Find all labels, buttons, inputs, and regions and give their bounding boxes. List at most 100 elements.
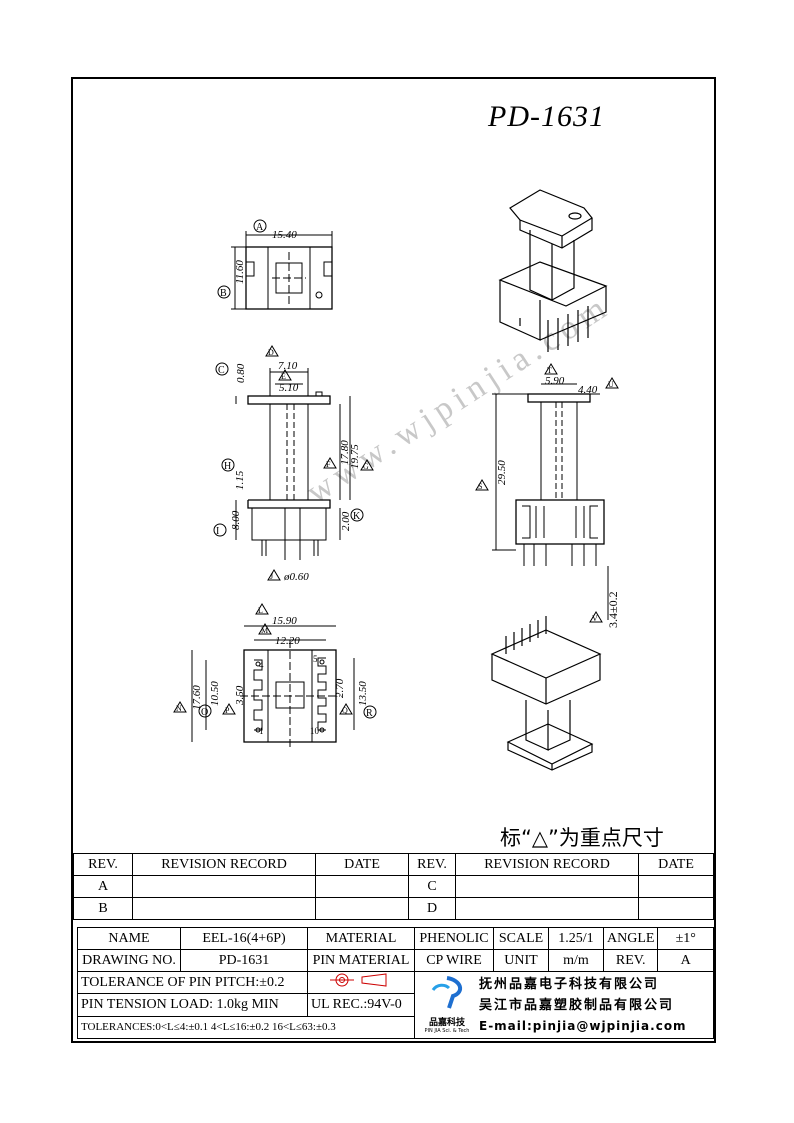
info-table: NAME EEL-16(4+6P) MATERIAL PHENOLIC SCAL…	[77, 927, 714, 1040]
isometric-view-top	[498, 189, 608, 352]
front-view	[235, 368, 351, 560]
dim-d: 7.10	[278, 360, 298, 372]
scale-value: 1.25/1	[548, 927, 604, 950]
rev-b-date	[315, 897, 409, 920]
pinjia-logo-icon	[431, 976, 463, 1009]
record-header-right: REVISION RECORD	[455, 853, 639, 876]
label-v: V	[592, 614, 598, 623]
rev-a-record	[132, 875, 316, 898]
tolerance-pin-pitch: TOLERANCE OF PIN PITCH:±0.2	[77, 970, 308, 995]
rev-c-record	[455, 875, 639, 898]
record-header-left: REVISION RECORD	[132, 853, 316, 876]
dim-r: 13.50	[357, 681, 369, 706]
revision-table: REV. REVISION RECORD DATE REV. REVISION …	[73, 853, 714, 920]
dim-o: 10.50	[209, 681, 221, 706]
company-block: 品嘉科技 PIN JIA Sci. & Tech 抚州品嘉电子科技有限公司 吴江…	[414, 971, 714, 1039]
drawing-title: PD-1631	[488, 100, 605, 133]
label-l: L	[258, 606, 263, 615]
callout-labels: A B C D E F G H I J K L M N O P Q R S T …	[173, 219, 619, 719]
dimension-texts: 15.40 11.60 0.80 7.10 5.10 17.80 19.75 1…	[191, 229, 620, 710]
dim-k: 2.00	[340, 511, 352, 531]
angle-value: ±1°	[657, 927, 714, 950]
dim-u: 4.40	[578, 384, 598, 396]
dim-i: 8.00	[230, 510, 242, 530]
label-a: A	[256, 222, 264, 233]
dim-q: 2.70	[334, 678, 346, 698]
pin-material-value: CP WIRE	[414, 949, 494, 972]
pin-tension-load: PIN TENSION LOAD: 1.0kg MIN	[77, 993, 308, 1017]
key-dimension-note: 标“△”为重点尺寸	[500, 826, 664, 850]
label-t: T	[547, 366, 552, 375]
rev-header-left: REV.	[73, 853, 133, 876]
label-b: B	[220, 288, 227, 299]
scale-label: SCALE	[493, 927, 549, 950]
label-u: U	[608, 380, 614, 389]
dim-f: 17.80	[339, 440, 351, 465]
rev-c-date	[638, 875, 714, 898]
drawing-frame	[71, 77, 716, 1043]
logo-subtext: PIN JIA Sci. & Tech	[424, 1028, 470, 1034]
label-r: R	[366, 708, 373, 719]
rev-d-record	[455, 897, 639, 920]
ul-rec: UL REC.:94V-0	[307, 993, 415, 1017]
label-f: F	[326, 460, 331, 469]
bottom-view	[191, 625, 355, 748]
rev-header-right: REV.	[408, 853, 456, 876]
unit-value: m/m	[548, 949, 604, 972]
name-value: EEL-16(4+6P)	[180, 927, 308, 950]
drawing-no-value: PD-1631	[180, 949, 308, 972]
rev-a: A	[73, 875, 133, 898]
side-view	[492, 383, 609, 620]
general-tolerances: TOLERANCES:0<L≤4:±0.1 4<L≤16:±0.2 16<L≤6…	[77, 1015, 415, 1040]
dim-v: 3.4±0.2	[606, 591, 620, 628]
label-h: H	[224, 461, 231, 472]
label-g: G	[363, 462, 369, 471]
tolerance-symbol	[307, 970, 415, 995]
rev-c: C	[408, 875, 456, 898]
rev-a-date	[315, 875, 409, 898]
rev-value: A	[657, 949, 714, 972]
pin-material-label: PIN MATERIAL	[307, 949, 415, 972]
date-header-right: DATE	[638, 853, 714, 876]
rev-b-record	[132, 897, 316, 920]
name-label: NAME	[77, 927, 181, 950]
label-q: Q	[342, 706, 348, 715]
drawing-no-label: DRAWING NO.	[77, 949, 181, 972]
label-m: M	[261, 626, 268, 635]
material-value: PHENOLIC	[414, 927, 494, 950]
company-name-1: 抚州品嘉电子科技有限公司	[479, 976, 660, 992]
dim-c: 0.80	[235, 363, 247, 383]
label-k: K	[353, 511, 361, 522]
dim-b: 11.60	[234, 260, 246, 284]
logo-text: 品嘉科技	[428, 1018, 465, 1028]
date-header-left: DATE	[315, 853, 409, 876]
label-c: C	[218, 365, 225, 376]
rev-d: D	[408, 897, 456, 920]
angle-label: ANGLE	[602, 927, 659, 950]
dim-j: ø0.60	[283, 571, 309, 583]
company-email: E-mail:pinjia@wjpinjia.com	[479, 1018, 687, 1033]
dim-t: 5.90	[545, 375, 565, 387]
pin-1: 1	[259, 726, 264, 736]
pin-4: 4	[259, 660, 264, 670]
label-j: J	[270, 572, 273, 581]
rev-b: B	[73, 897, 133, 920]
company-logo: 品嘉科技 PIN JIA Sci. & Tech	[415, 976, 479, 1034]
dim-s: 29.50	[496, 460, 508, 485]
label-i: I	[216, 526, 219, 537]
dim-m: 12.20	[275, 635, 300, 647]
pin-5: 5	[313, 654, 318, 664]
dim-a: 15.40	[272, 229, 297, 241]
rev-label: REV.	[602, 949, 659, 972]
dim-g: 19.75	[349, 444, 361, 469]
isometric-view-bottom	[490, 616, 602, 771]
dim-l: 15.90	[272, 615, 297, 627]
pin-10: 10	[310, 726, 320, 736]
label-p: P	[225, 706, 230, 715]
dim-n: 17.60	[191, 685, 203, 710]
pin-numbers: 4 1 5 10	[259, 654, 320, 736]
label-e: E	[281, 372, 286, 381]
rev-d-date	[638, 897, 714, 920]
label-d: D	[268, 348, 274, 357]
